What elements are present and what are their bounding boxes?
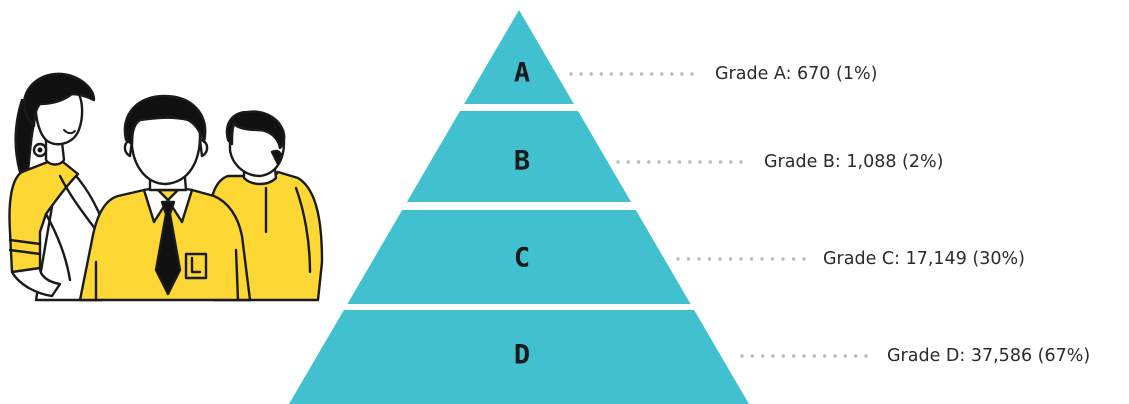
pyramid-tier-c <box>347 210 691 304</box>
leader-dots-c <box>676 257 806 261</box>
tier-letter-b: B <box>514 146 530 177</box>
pyramid-tier-b <box>406 111 632 202</box>
tier-label-d: Grade D: 37,586 (67%) <box>887 346 1090 366</box>
pyramid-tier-a <box>464 10 574 104</box>
tier-label-c: Grade C: 17,149 (30%) <box>823 249 1025 269</box>
tier-label-b: Grade B: 1,088 (2%) <box>764 152 943 172</box>
tier-letter-d: D <box>514 340 530 371</box>
students-group-icon <box>8 72 324 302</box>
leader-dots-a <box>569 72 694 76</box>
pyramid-tier-d <box>289 310 749 404</box>
student-woman-icon <box>8 72 104 302</box>
tier-letter-a: A <box>514 58 530 89</box>
tier-letter-c: C <box>514 243 530 274</box>
student-boy-center-icon <box>78 94 252 302</box>
tier-label-a: Grade A: 670 (1%) <box>715 64 877 84</box>
leader-dots-d <box>740 354 868 358</box>
leader-dots-b <box>616 160 743 164</box>
grade-pyramid: A Grade A: 670 (1%) B Grade B: 1,088 (2%) C G… <box>289 10 1090 404</box>
